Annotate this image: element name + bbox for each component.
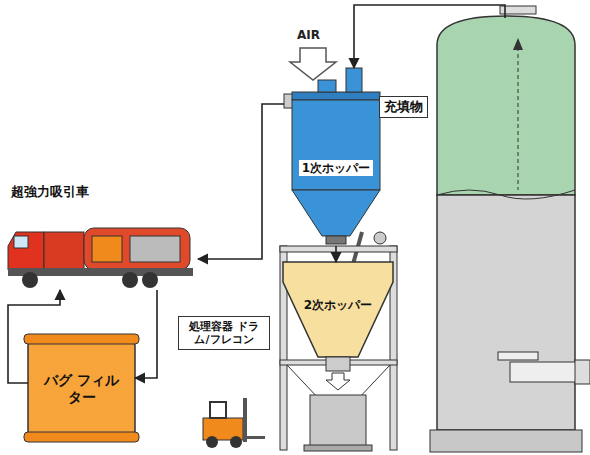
air-arrow [290,48,336,80]
forklift [203,398,265,448]
node-label: 1次ホッパー [299,160,373,176]
node-box: 処理容器 ドラム/フレコン [178,316,270,350]
hose-connector [198,104,284,259]
secondary-hopper [283,262,393,357]
node-label: 2次ホッパー [304,298,372,312]
air-label: AIR [297,28,320,42]
truck [8,228,193,288]
tower [430,6,590,452]
node-label: 超強力吸引車 [11,184,89,200]
node-box: 1次ホッパー [292,100,380,190]
node-box: 超強力吸引車 [5,228,198,290]
hose-connector [354,5,505,68]
node-label: バグ フィルター [42,372,122,406]
hose-connector [335,246,337,262]
node-label: 処理容器 ドラム/フレコン [183,320,265,346]
bag-filter [24,334,139,442]
node-box: 充填物 [437,18,575,430]
node-box: バグ フィルター [28,338,135,440]
hose-connector [8,290,60,383]
node-label: 充填物 [379,96,428,118]
container [304,357,372,451]
node-box: 2次ホッパー [283,262,393,357]
steel-frame [280,246,397,450]
hose-connector [135,290,157,378]
